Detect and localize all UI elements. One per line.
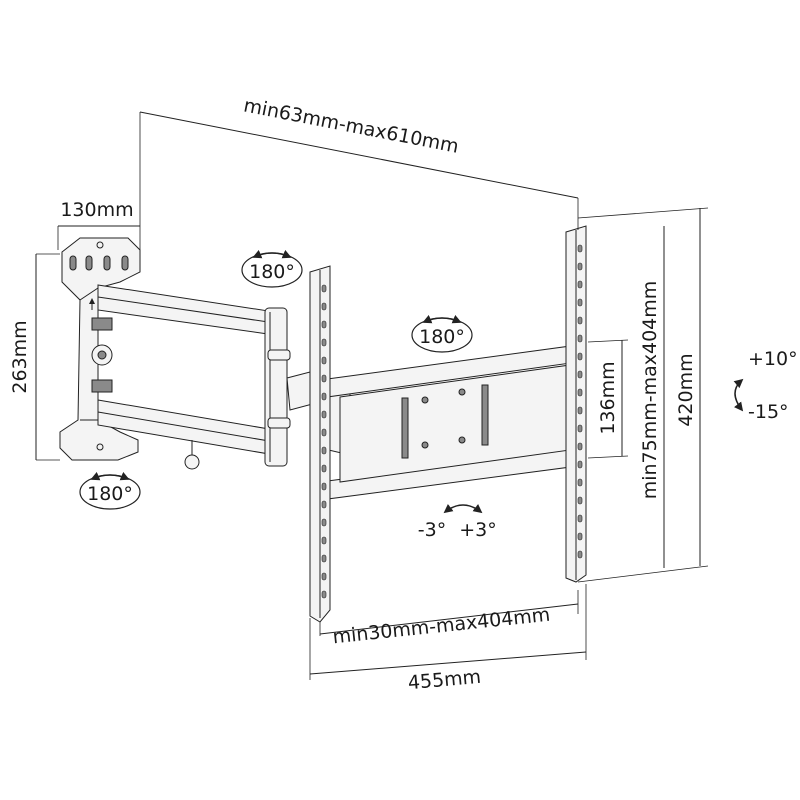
rotation-bracket-label: 180° [419,326,465,348]
mounting-slot [321,572,327,581]
mounting-slot [577,298,583,307]
rotation-arm-label: 180° [249,261,295,283]
wall-plate-height-label: 263mm [9,320,31,393]
overall-width-label: 455mm [407,666,482,694]
mounting-slot [577,478,583,487]
mounting-slot [321,428,327,437]
mounting-slot [577,262,583,271]
tilt-down-label: -15° [748,401,789,423]
wall-plate-width-label: 130mm [60,199,133,221]
mounting-slot [577,352,583,361]
mounting-slot [321,284,327,293]
horizontal-rails [319,344,579,501]
mounting-slot [577,406,583,415]
level-arc-icon [443,504,483,514]
mounting-slot [321,302,327,311]
mounting-slot [321,554,327,563]
mounting-slot [321,392,327,401]
mounting-slot [577,316,583,325]
rotate-arrows-icon [79,471,141,510]
mounting-slot [321,374,327,383]
mounting-slot [321,338,327,347]
mounting-slot [577,280,583,289]
mounting-slot [321,482,327,491]
mounting-slot [577,514,583,523]
mounting-slot [321,446,327,455]
arm-extension-label: min63mm-max610mm [242,94,461,157]
tilt-up-label: +10° [748,348,798,370]
mounting-slot [577,460,583,469]
swing-arm [97,284,321,470]
vesa-horizontal-label: min30mm-max404mm [332,604,552,649]
vesa-vertical-label: min75mm-max404mm [639,281,661,500]
mounting-slot [577,244,583,253]
mounting-slot [577,388,583,397]
crossbar-height-label: 136mm [597,361,619,434]
mounting-slot [577,370,583,379]
mounting-slot [321,410,327,419]
wall-plate [59,237,141,461]
mounting-slot [321,356,327,365]
rotate-arrows-icon [241,249,303,288]
mounting-slot [577,496,583,505]
rotation-wall-label: 180° [87,483,133,505]
mounting-slot [577,532,583,541]
level-left-label: -3° [418,519,446,541]
mounting-slot [321,590,327,599]
mounting-slot [321,320,327,329]
vesa-strip-right [565,225,587,583]
level-right-label: +3° [459,519,497,541]
mounting-slot [577,442,583,451]
vesa-strip-left [309,265,331,623]
mounting-slot [321,500,327,509]
mounting-slot [321,518,327,527]
dimension-lines [35,111,709,680]
rotate-arrows-icon [411,314,473,353]
mounting-slot [577,334,583,343]
mounting-slot [321,536,327,545]
mounting-slot [577,424,583,433]
mounting-slot [577,550,583,559]
mounting-slot [321,464,327,473]
plate-height-label: 420mm [675,353,697,426]
tilt-arc-icon [733,378,744,412]
